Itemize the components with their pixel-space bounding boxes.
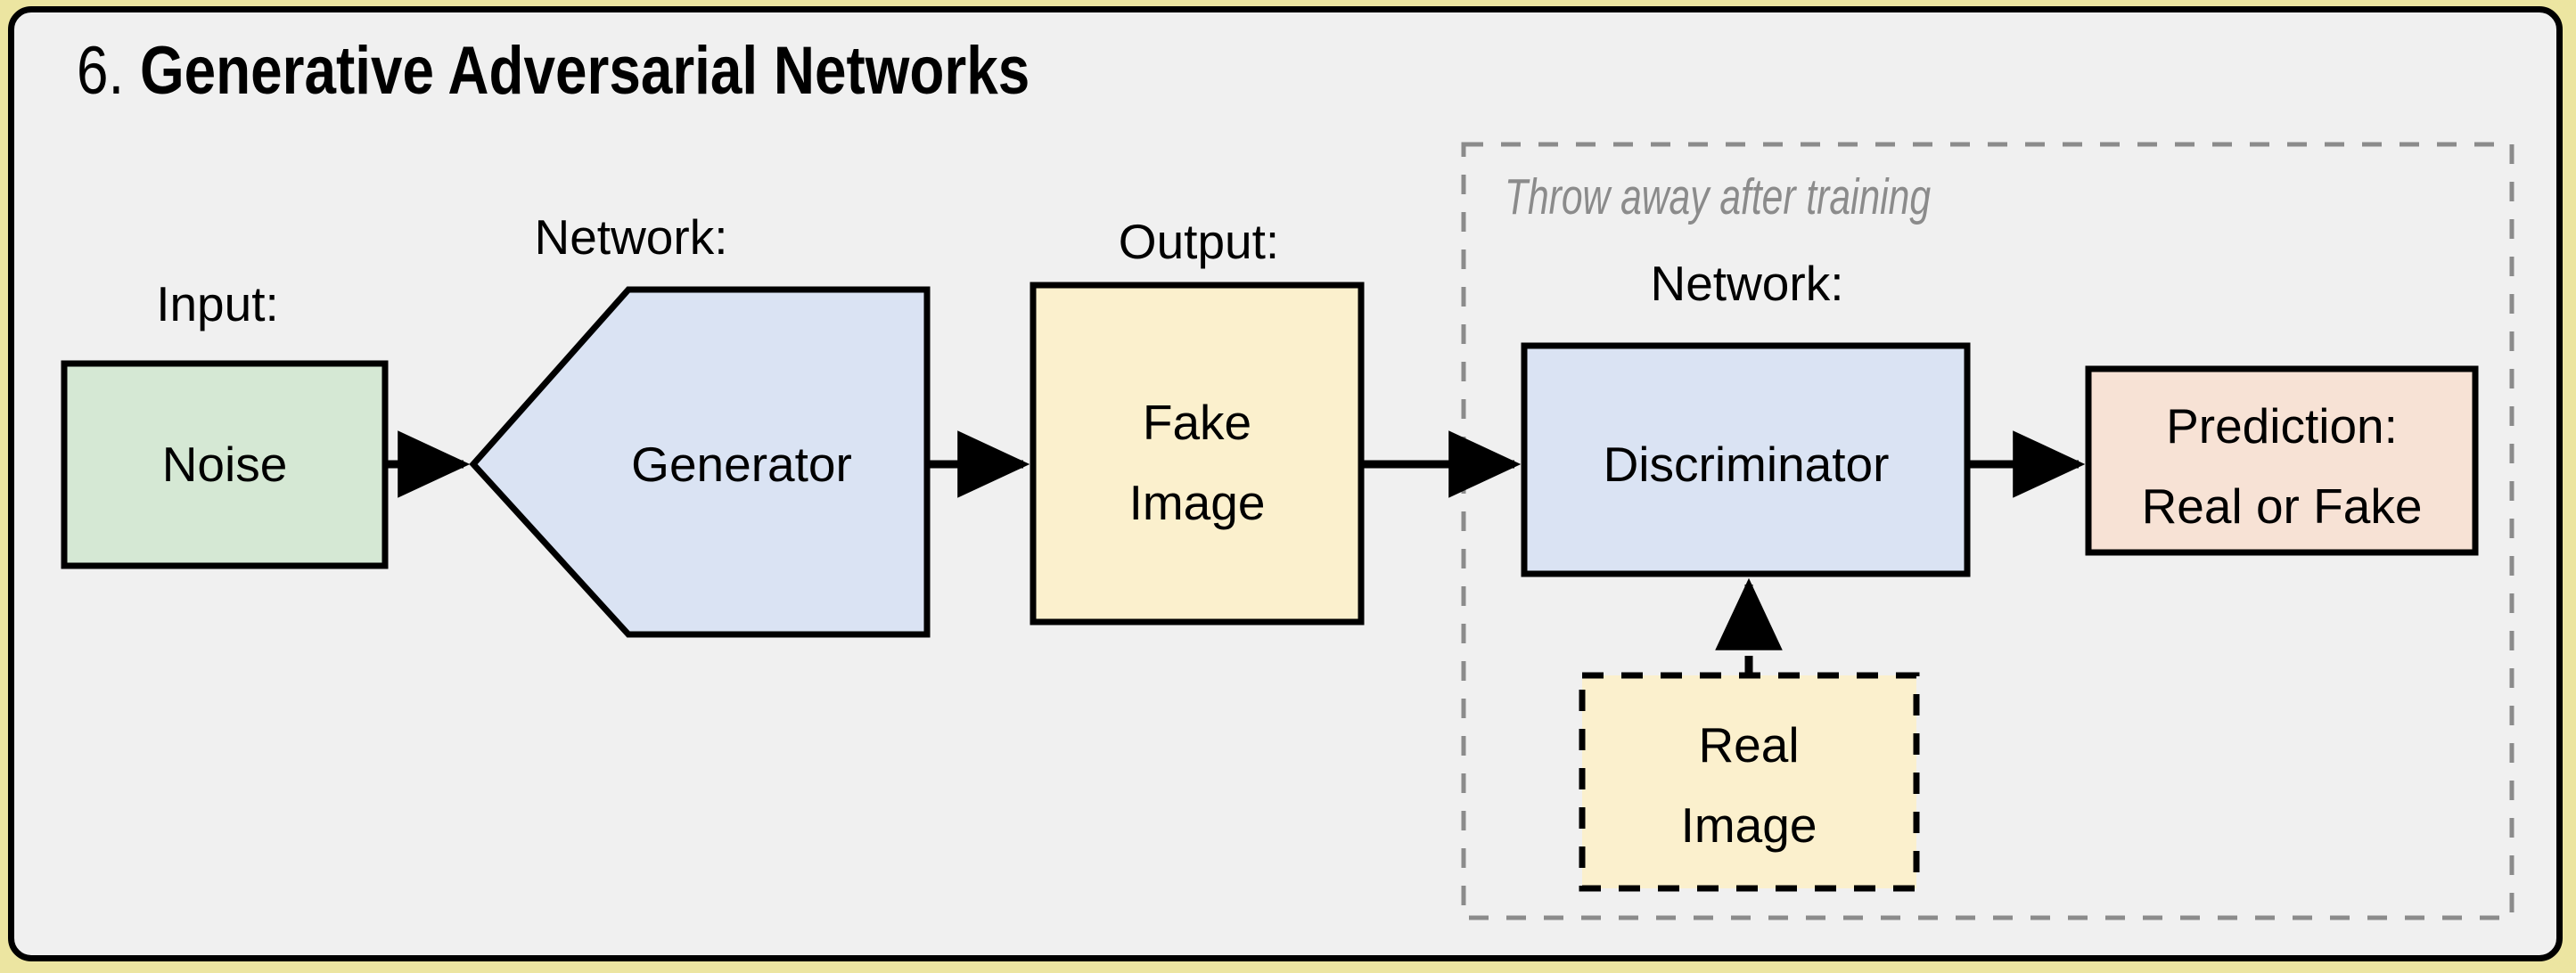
throw-away-region (1461, 142, 2514, 920)
node-fake-image-label-1: Fake (1143, 395, 1251, 450)
node-noise-label: Noise (162, 437, 288, 492)
node-real-image[interactable] (1579, 672, 1920, 892)
caption-input: Input: (156, 276, 279, 331)
caption-network-discriminator: Network: (1651, 256, 1844, 311)
node-generator-label: Generator (631, 437, 852, 492)
node-generator[interactable] (469, 286, 931, 638)
page-title: 6. Generative Adversarial Networks (77, 37, 1030, 105)
node-fake-image-label-2: Image (1129, 475, 1266, 530)
title-number: 6. (77, 33, 125, 109)
throw-away-label: Throw away after training (1505, 168, 1931, 225)
node-prediction[interactable] (2085, 365, 2479, 556)
node-discriminator-label: Discriminator (1604, 437, 1890, 492)
caption-network-generator: Network: (535, 209, 728, 265)
node-real-image-label-1: Real (1698, 717, 1799, 773)
node-noise[interactable] (61, 360, 389, 569)
node-prediction-label-2: Real or Fake (2142, 478, 2423, 534)
node-fake-image[interactable] (1030, 282, 1365, 626)
node-discriminator[interactable] (1521, 342, 1971, 577)
title-text: Generative Adversarial Networks (139, 33, 1030, 109)
node-prediction-label-1: Prediction: (2166, 398, 2398, 454)
caption-output: Output: (1119, 214, 1279, 269)
node-real-image-label-2: Image (1681, 797, 1817, 853)
